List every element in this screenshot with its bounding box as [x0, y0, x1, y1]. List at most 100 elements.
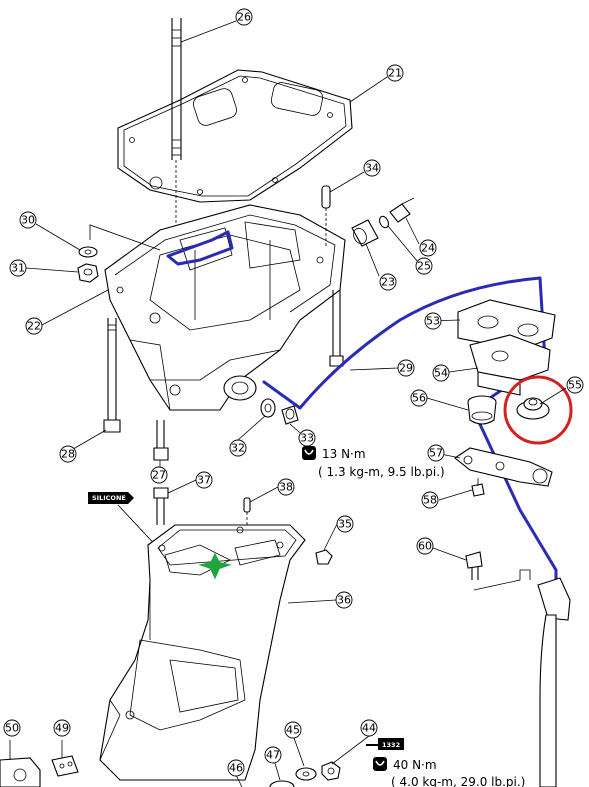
callout-24: 24: [419, 239, 437, 257]
svg-text:28: 28: [61, 448, 75, 461]
torque-spec-13nm: 13 N·m ( 1.3 kg-m, 9.5 lb.pi.): [302, 446, 445, 479]
cover-54: [469, 334, 551, 396]
bolt-right: [329, 290, 344, 367]
svg-text:35: 35: [338, 518, 352, 531]
callout-27: 27: [150, 466, 168, 484]
callout-56: 56: [410, 389, 428, 407]
gasket-57: [454, 447, 553, 487]
part-47: [269, 780, 295, 787]
washer-45: [295, 767, 317, 781]
callout-26: 26: [235, 8, 253, 26]
svg-text:47: 47: [266, 749, 280, 762]
torque-value-13: 13 N·m: [322, 447, 366, 461]
part-50: [0, 740, 41, 787]
svg-text:29: 29: [399, 362, 413, 375]
callout-31: 31: [9, 259, 27, 277]
svg-text:24: 24: [421, 242, 435, 255]
water-tube-bracket: [537, 577, 571, 787]
washer-30: [78, 246, 98, 258]
svg-text:25: 25: [417, 260, 431, 273]
svg-text:36: 36: [337, 594, 351, 607]
pin-34: [321, 185, 331, 248]
threadlock-text: 1332: [382, 741, 400, 749]
callout-58: 58: [421, 491, 439, 509]
callout-21: 21: [386, 64, 404, 82]
stud-bolt-26: [171, 18, 182, 255]
svg-text:60: 60: [418, 540, 432, 553]
callout-22: 22: [25, 317, 43, 335]
callout-50: 50: [3, 719, 21, 737]
svg-text:26: 26: [237, 11, 251, 24]
driveshaft-housing-36: [99, 524, 306, 781]
svg-text:27: 27: [152, 469, 166, 482]
callout-34: 34: [363, 159, 381, 177]
svg-text:33: 33: [300, 432, 314, 445]
callout-32: 32: [229, 439, 247, 457]
callout-45: 45: [284, 721, 302, 739]
callout-36: 36: [335, 591, 353, 609]
marker-star: [198, 552, 232, 580]
callout-25: 25: [415, 257, 433, 275]
highlight-circle: [503, 375, 573, 445]
silicone-text: SILICONE: [92, 494, 126, 502]
nut-35: [315, 549, 333, 565]
svg-text:21: 21: [388, 67, 402, 80]
svg-text:57: 57: [429, 447, 443, 460]
callout-38: 38: [277, 478, 295, 496]
callout-46: 46: [227, 759, 245, 777]
svg-text:55: 55: [568, 379, 582, 392]
callout-57: 57: [427, 444, 445, 462]
svg-text:31: 31: [11, 262, 25, 275]
callout-30: 30: [19, 211, 37, 229]
svg-text:23: 23: [381, 276, 395, 289]
silicone-label: SILICONE: [88, 492, 161, 551]
callout-49: 49: [53, 719, 71, 737]
hose-inlet: [166, 230, 234, 266]
callout-44: 44: [360, 719, 378, 737]
callout-28: 28: [59, 445, 77, 463]
callout-35: 35: [336, 515, 354, 533]
callout-53: 53: [424, 312, 442, 330]
svg-text:56: 56: [412, 392, 426, 405]
callout-60: 60: [416, 537, 434, 555]
callout-54: 54: [432, 364, 450, 382]
pin-38: [243, 497, 251, 528]
callout-29: 29: [397, 359, 415, 377]
hose-29: [262, 276, 558, 587]
gasket-21: [117, 69, 353, 203]
callout-33: 33: [298, 429, 316, 447]
torque-sub-13: ( 1.3 kg-m, 9.5 lb.pi.): [318, 465, 445, 479]
upper-casing-22: [104, 204, 346, 411]
torque-value-40: 40 N·m: [393, 758, 437, 772]
part-49: [51, 740, 79, 777]
callout-23: 23: [379, 273, 397, 291]
fitting-33: [281, 405, 299, 425]
svg-text:46: 46: [229, 762, 243, 775]
grommet-56: [467, 395, 497, 425]
svg-text:49: 49: [55, 722, 69, 735]
bolt-28: [103, 318, 121, 433]
threadlock-label: 1332: [366, 738, 404, 750]
bolt-37: [153, 487, 169, 525]
svg-text:44: 44: [362, 722, 376, 735]
o-ring-25: [379, 215, 389, 229]
svg-text:38: 38: [279, 481, 293, 494]
fitting-23: [351, 219, 379, 247]
svg-text:54: 54: [434, 367, 448, 380]
svg-text:30: 30: [21, 214, 35, 227]
svg-text:50: 50: [5, 722, 19, 735]
torque-spec-40nm: 40 N·m ( 4.0 kg-m, 29.0 lb.pi.): [373, 757, 525, 787]
torque-sub-40: ( 4.0 kg-m, 29.0 lb.pi.): [391, 775, 525, 787]
nut-44: [321, 761, 341, 781]
svg-text:37: 37: [197, 474, 211, 487]
svg-text:32: 32: [231, 442, 245, 455]
svg-text:53: 53: [426, 315, 440, 328]
screw-24: [389, 197, 415, 223]
callout-55: 55: [566, 376, 584, 394]
callout-37: 37: [195, 471, 213, 489]
nut-31: [77, 263, 99, 283]
gasket-53: [457, 299, 556, 351]
cap-55: [516, 397, 550, 420]
svg-text:22: 22: [27, 320, 41, 333]
